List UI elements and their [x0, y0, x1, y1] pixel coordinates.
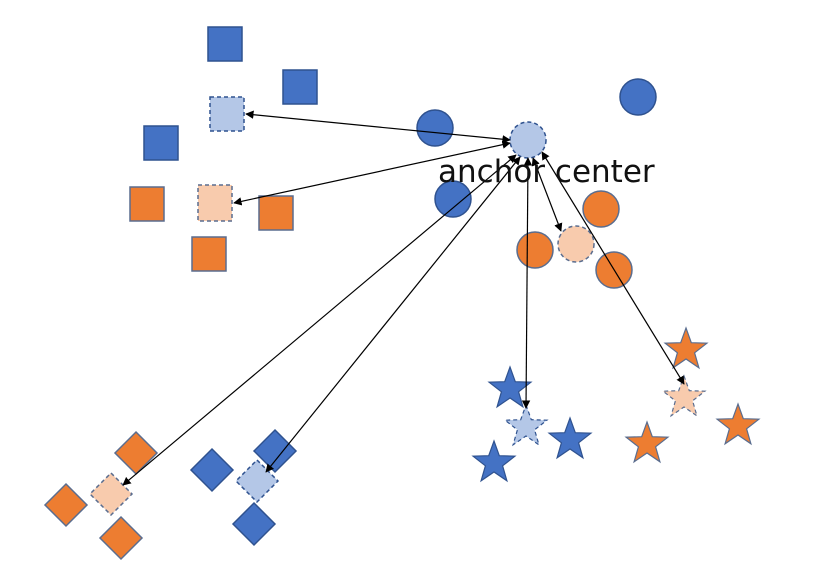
- blue-diamond: [231, 501, 277, 547]
- orange-circle: [582, 190, 620, 228]
- orange-square: [129, 186, 165, 222]
- arrow-group: [122, 110, 685, 486]
- arrow-to-blue-square: [245, 110, 511, 144]
- blue-square: [143, 125, 179, 161]
- orange-square: [191, 236, 227, 272]
- orange-circle: [516, 231, 554, 269]
- arrow-to-orange-star: [541, 151, 685, 385]
- orange-star-center: [661, 374, 707, 418]
- blue-square: [282, 69, 318, 105]
- blue-square-center: [209, 96, 245, 132]
- orange-diamond: [113, 430, 159, 476]
- blue-diamond: [189, 447, 235, 493]
- blue-star: [487, 365, 533, 409]
- orange-square-center: [197, 184, 233, 222]
- anchor-center-circle: [509, 121, 547, 159]
- blue-star: [471, 439, 517, 483]
- orange-star: [624, 420, 670, 464]
- orange-diamond: [98, 515, 144, 561]
- anchor-center-label: anchor center: [438, 154, 655, 190]
- blue-circle: [416, 109, 454, 147]
- arrow-to-blue-star: [521, 157, 533, 409]
- blue-circle: [619, 78, 657, 116]
- orange-circle-center: [557, 225, 595, 263]
- orange-diamond: [43, 482, 89, 528]
- orange-square: [258, 195, 294, 231]
- orange-diamond-center: [88, 471, 134, 517]
- arrow-to-blue-diamond: [265, 156, 521, 473]
- blue-square: [207, 26, 243, 62]
- orange-star-cluster: [624, 326, 761, 464]
- blue-star: [547, 416, 593, 460]
- blue-star-center: [503, 403, 549, 447]
- orange-star: [663, 326, 709, 370]
- arrow-to-orange-diamond: [122, 154, 517, 486]
- orange-star: [715, 402, 761, 446]
- blue-square-cluster: [143, 26, 318, 161]
